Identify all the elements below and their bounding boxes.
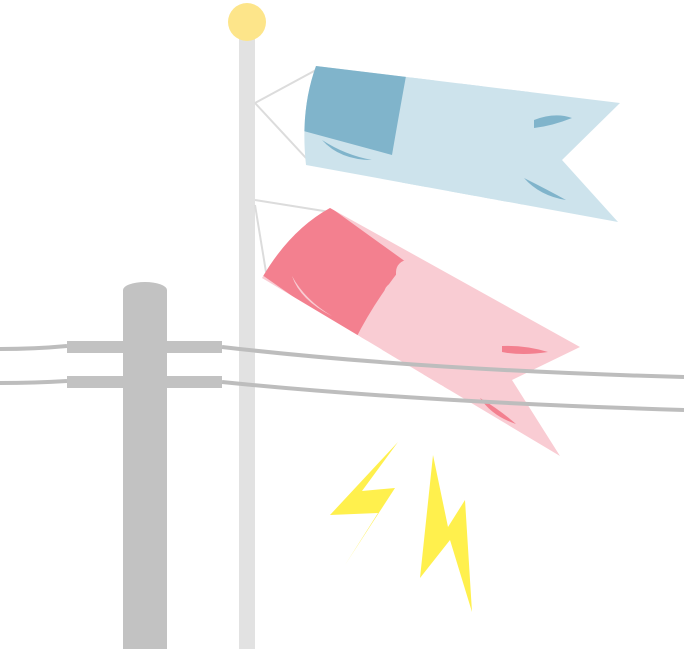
carp-scale bbox=[497, 187, 523, 212]
crossarm-upper bbox=[67, 341, 222, 353]
carp-scale bbox=[405, 123, 431, 148]
carp-scale bbox=[455, 103, 481, 128]
pole-ball bbox=[228, 3, 266, 41]
carp-scale bbox=[438, 284, 462, 307]
lightning-bolt-icon bbox=[420, 455, 472, 612]
carp-scale bbox=[499, 161, 525, 186]
carp-scale bbox=[453, 307, 477, 330]
carp-scale bbox=[396, 260, 420, 283]
carp-scale bbox=[449, 181, 475, 206]
carp-scale bbox=[429, 351, 453, 374]
carp-scale bbox=[360, 326, 384, 349]
carp-scale bbox=[441, 329, 465, 352]
carp-scale bbox=[414, 328, 438, 351]
carp-scale bbox=[453, 129, 479, 154]
carp-scale bbox=[384, 282, 408, 305]
flagpole bbox=[228, 3, 266, 649]
carp-scale bbox=[468, 330, 492, 353]
carp-scale bbox=[363, 371, 387, 394]
carp-scale bbox=[390, 372, 414, 395]
carp-scale bbox=[372, 304, 396, 327]
carp-scale bbox=[387, 327, 411, 350]
carp-scale bbox=[426, 306, 450, 329]
power-wires bbox=[0, 344, 684, 412]
carp-scale bbox=[472, 197, 498, 222]
carp-scale bbox=[432, 87, 458, 112]
carp-scale bbox=[501, 135, 527, 160]
carp-scale bbox=[478, 119, 504, 144]
carp-strings bbox=[254, 69, 331, 273]
carp-scale bbox=[480, 93, 506, 118]
crossarm-lower bbox=[67, 376, 222, 388]
carp-scale bbox=[428, 139, 454, 164]
carp-scale bbox=[476, 145, 502, 170]
carp-scale bbox=[402, 350, 426, 373]
carp-scale bbox=[403, 149, 429, 174]
utility-pole bbox=[67, 282, 222, 649]
blue-carp-streamer bbox=[304, 66, 620, 222]
carp-scale bbox=[503, 109, 529, 134]
carp-scale bbox=[444, 374, 468, 397]
carp-scale bbox=[474, 171, 500, 196]
carp-scale bbox=[407, 97, 433, 122]
lightning-bolts bbox=[330, 442, 472, 612]
carp-scale bbox=[399, 305, 423, 328]
lightning-bolt-icon bbox=[330, 442, 398, 565]
carp-scale bbox=[451, 155, 477, 180]
carp-scale bbox=[430, 113, 456, 138]
carp-scale bbox=[411, 283, 435, 306]
carp-scale bbox=[480, 308, 504, 331]
carp-scale bbox=[456, 352, 480, 375]
red-carp-streamer bbox=[262, 208, 580, 456]
carp-scale bbox=[424, 191, 450, 216]
carp-scale bbox=[426, 165, 452, 190]
